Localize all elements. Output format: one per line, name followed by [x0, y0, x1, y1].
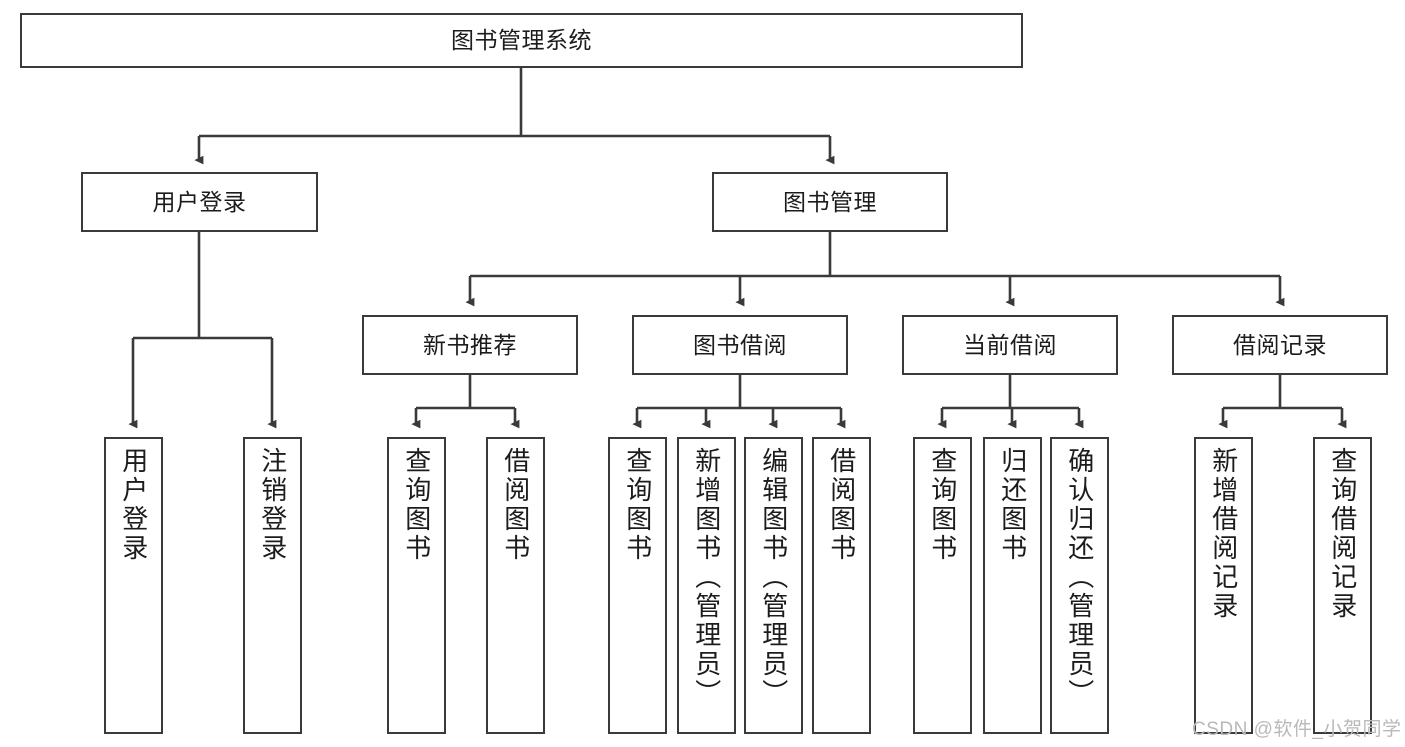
- node-book-borrow[interactable]: 图书借阅: [632, 315, 848, 375]
- node-root-label: 图书管理系统: [451, 27, 592, 54]
- node-leaf-confirm-return-label: 确认归还（管理员）: [1064, 447, 1095, 708]
- node-leaf-borrow-book-2[interactable]: 借阅图书: [812, 437, 871, 734]
- node-leaf-query-book-3-label: 查询图书: [927, 447, 958, 563]
- node-leaf-borrow-book-2-label: 借阅图书: [826, 447, 857, 563]
- node-leaf-confirm-return[interactable]: 确认归还（管理员）: [1050, 437, 1109, 734]
- node-leaf-query-book-rec[interactable]: 查询图书: [387, 437, 446, 734]
- node-root[interactable]: 图书管理系统: [20, 13, 1023, 68]
- node-user-login[interactable]: 用户登录: [81, 172, 318, 232]
- watermark: CSDN @软件_小贺同学: [1192, 719, 1402, 740]
- node-book-borrow-label: 图书借阅: [693, 331, 787, 358]
- node-current-borrow-label: 当前借阅: [963, 331, 1057, 358]
- node-leaf-query-book-2-label: 查询图书: [622, 447, 653, 563]
- node-leaf-query-record-label: 查询借阅记录: [1327, 447, 1358, 621]
- node-leaf-return-book[interactable]: 归还图书: [983, 437, 1042, 734]
- node-leaf-borrow-book-rec[interactable]: 借阅图书: [486, 437, 545, 734]
- node-leaf-borrow-book-rec-label: 借阅图书: [500, 447, 531, 563]
- node-leaf-query-record[interactable]: 查询借阅记录: [1313, 437, 1372, 734]
- node-book-manage-label: 图书管理: [783, 188, 877, 215]
- node-leaf-add-book[interactable]: 新增图书（管理员）: [677, 437, 736, 734]
- node-new-book-rec[interactable]: 新书推荐: [362, 315, 578, 375]
- node-leaf-add-record[interactable]: 新增借阅记录: [1194, 437, 1253, 734]
- node-leaf-query-book-2[interactable]: 查询图书: [608, 437, 667, 734]
- node-current-borrow[interactable]: 当前借阅: [902, 315, 1118, 375]
- node-leaf-add-record-label: 新增借阅记录: [1208, 447, 1239, 621]
- node-new-book-rec-label: 新书推荐: [423, 331, 517, 358]
- node-leaf-add-book-label: 新增图书（管理员）: [691, 447, 722, 708]
- node-user-login-label: 用户登录: [152, 188, 247, 215]
- node-leaf-query-book-3[interactable]: 查询图书: [913, 437, 972, 734]
- node-leaf-logout-label: 注销登录: [257, 447, 288, 563]
- node-book-manage[interactable]: 图书管理: [712, 172, 948, 232]
- node-leaf-query-book-rec-label: 查询图书: [401, 447, 432, 563]
- node-leaf-return-book-label: 归还图书: [997, 447, 1028, 563]
- node-borrow-record-label: 借阅记录: [1233, 331, 1327, 358]
- node-leaf-edit-book-label: 编辑图书（管理员）: [758, 447, 789, 708]
- node-borrow-record[interactable]: 借阅记录: [1172, 315, 1388, 375]
- node-leaf-logout[interactable]: 注销登录: [243, 437, 302, 734]
- node-leaf-user-login[interactable]: 用户登录: [104, 437, 163, 734]
- node-leaf-user-login-label: 用户登录: [118, 447, 149, 563]
- node-leaf-edit-book[interactable]: 编辑图书（管理员）: [744, 437, 803, 734]
